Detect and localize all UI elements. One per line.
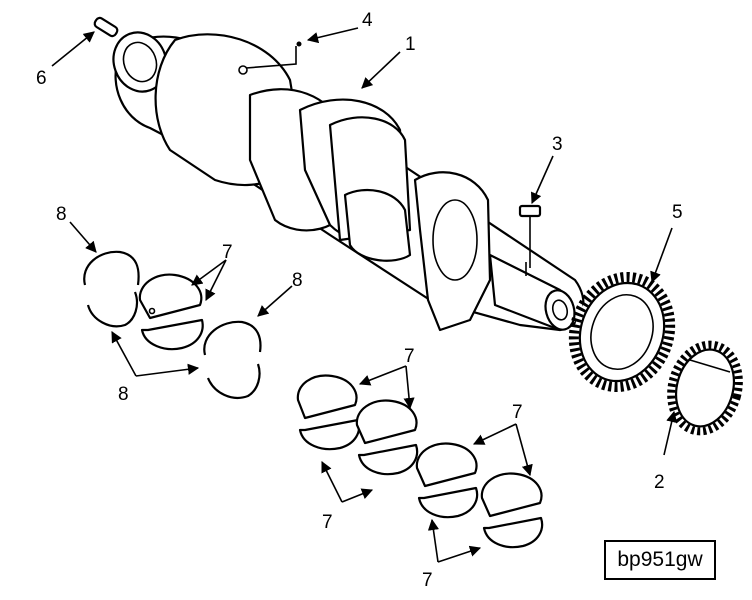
bearing-pair-2	[296, 374, 361, 451]
figure-id-label: bp951gw	[617, 548, 703, 571]
callout-4: 4	[362, 10, 373, 31]
bearing-pair-1	[138, 273, 204, 351]
callout-7-lower-1: 7	[322, 512, 333, 533]
thrust-washer-left	[83, 250, 140, 328]
callout-7-mid-1: 7	[404, 346, 415, 367]
callout-2: 2	[654, 472, 665, 493]
thrust-washer-right	[203, 320, 262, 399]
callout-7-upper-left: 7	[222, 242, 233, 263]
callout-5: 5	[672, 202, 683, 223]
callout-1: 1	[405, 34, 416, 55]
callout-3: 3	[552, 134, 563, 155]
bearing-pair-5	[480, 472, 544, 549]
callout-8-bottom: 8	[118, 384, 129, 405]
callout-6: 6	[36, 68, 47, 89]
callout-8-right: 8	[292, 270, 303, 291]
callout-7-mid-2: 7	[512, 402, 523, 423]
leader-lines	[51, 27, 678, 563]
bearing-pair-4	[415, 442, 479, 519]
crankshaft-gear	[568, 271, 676, 393]
bearing-pair-3	[355, 399, 419, 476]
callout-7-lower-2: 7	[422, 570, 433, 591]
figure-id-box: bp951gw	[604, 540, 716, 580]
callout-8-top-left: 8	[56, 204, 67, 225]
plug-ball	[296, 41, 302, 47]
crankshaft	[112, 31, 585, 332]
woodruff-key	[518, 204, 542, 268]
dowel-pin	[93, 16, 119, 38]
idler-gear	[667, 340, 743, 436]
